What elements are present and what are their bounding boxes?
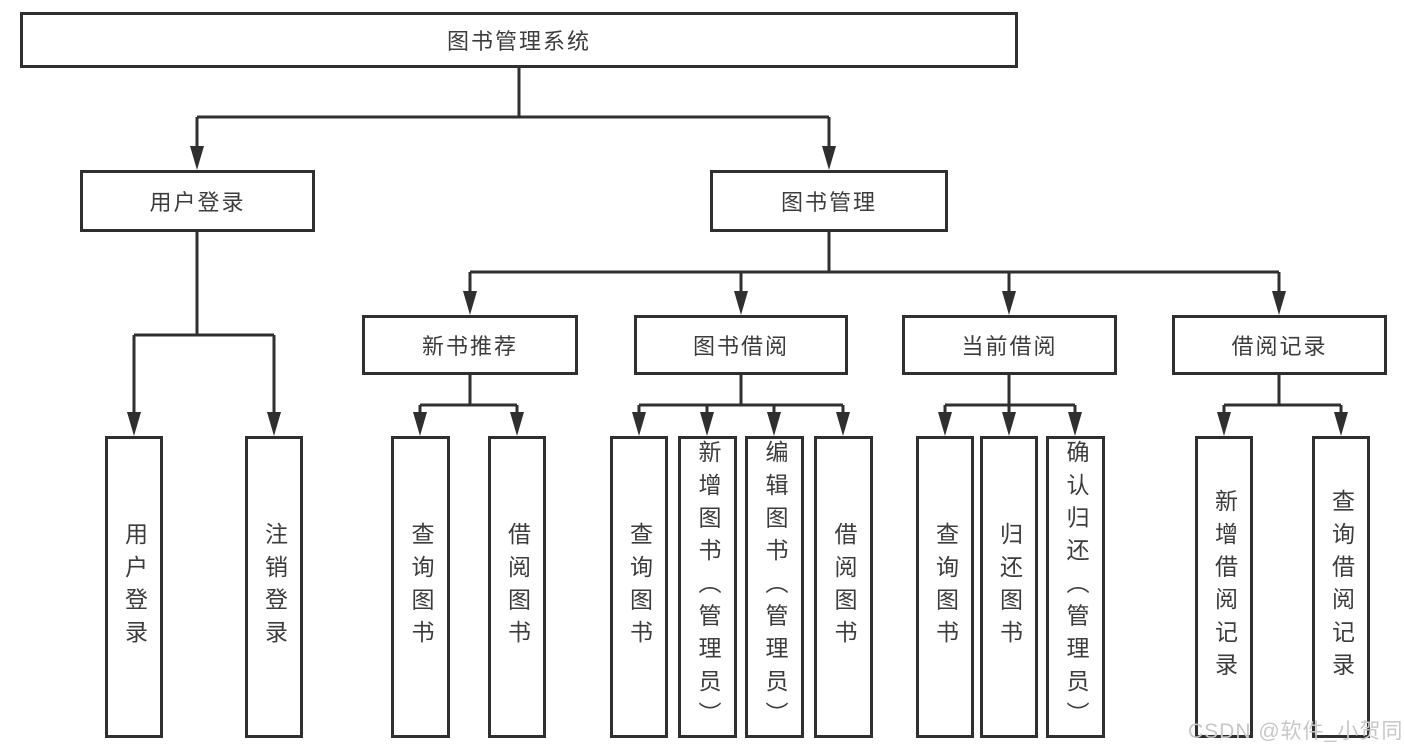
- leaf-user-login: 用户登录: [105, 436, 163, 738]
- node-label: 图书管理: [780, 190, 877, 215]
- arrowheads: [127, 146, 1348, 436]
- node-label: 当前借阅: [961, 334, 1058, 359]
- leaf-label: 查询借阅记录: [1328, 489, 1355, 685]
- leaf-label: 新增借阅记录: [1211, 489, 1238, 685]
- leaf-label: 编辑图书（管理员）: [762, 440, 788, 734]
- leaf-logout: 注销登录: [245, 436, 303, 738]
- leaf-current-return-books: 归还图书: [980, 436, 1038, 738]
- leaf-label: 注销登录: [261, 521, 288, 653]
- leaf-label: 用户登录: [121, 521, 148, 653]
- node-label: 借阅记录: [1231, 334, 1328, 359]
- leaf-borrow-add-books-admin: 新增图书（管理员）: [678, 436, 737, 738]
- node-book-borrowing: 图书借阅: [634, 315, 848, 375]
- leaf-current-confirm-return-admin: 确认归还（管理员）: [1046, 436, 1105, 738]
- leaf-label: 归还图书: [996, 521, 1023, 653]
- node-label: 新书推荐: [421, 334, 518, 359]
- leaf-borrow-borrow-books: 借阅图书: [814, 436, 873, 738]
- node-library-management-system: 图书管理系统: [20, 12, 1018, 68]
- leaf-records-query-borrow-record: 查询借阅记录: [1312, 436, 1370, 738]
- node-new-book-recommendation: 新书推荐: [362, 315, 578, 375]
- leaf-borrow-query-books: 查询图书: [610, 436, 668, 738]
- leaf-label: 新增图书（管理员）: [695, 440, 721, 734]
- leaf-current-query-books: 查询图书: [916, 436, 974, 738]
- leaf-label: 借阅图书: [831, 521, 857, 653]
- leaf-label: 查询图书: [626, 521, 653, 653]
- leaf-newbook-borrow-books: 借阅图书: [488, 436, 546, 738]
- node-borrowing-records: 借阅记录: [1172, 315, 1387, 375]
- node-book-management-branch: 图书管理: [710, 170, 948, 232]
- leaf-records-add-borrow-record: 新增借阅记录: [1195, 436, 1253, 738]
- node-user-login-branch: 用户登录: [80, 170, 315, 232]
- leaf-label: 查询图书: [932, 521, 959, 653]
- leaf-newbook-query-books: 查询图书: [391, 436, 450, 738]
- node-label: 图书借阅: [692, 334, 789, 359]
- leaf-borrow-edit-books-admin: 编辑图书（管理员）: [745, 436, 804, 738]
- leaf-label: 借阅图书: [504, 521, 531, 653]
- node-label: 用户登录: [149, 190, 246, 215]
- leaf-label: 确认归还（管理员）: [1063, 440, 1089, 734]
- node-current-borrowing: 当前借阅: [902, 315, 1117, 375]
- node-label: 图书管理系统: [446, 29, 591, 54]
- leaf-label: 查询图书: [408, 521, 434, 653]
- csdn-watermark: CSDN @软件_小贺同学: [1188, 720, 1405, 743]
